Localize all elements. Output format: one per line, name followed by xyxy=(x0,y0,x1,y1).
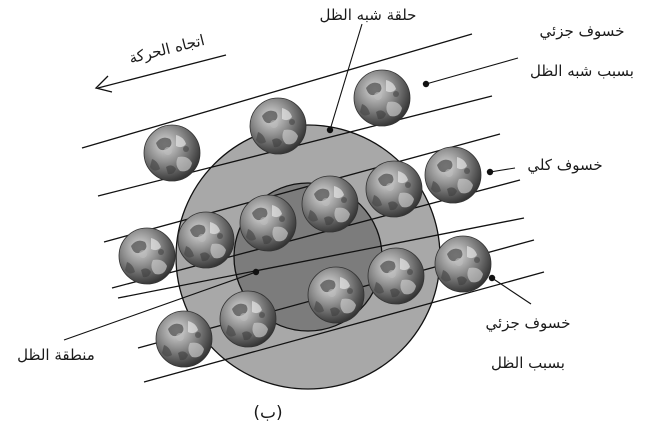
leader-dot xyxy=(486,168,494,176)
label-partial-penumbra-line1: خسوف جزئي xyxy=(540,22,625,41)
moon-image xyxy=(239,194,297,252)
path-line xyxy=(143,271,545,383)
moon-image xyxy=(143,124,201,182)
leader-total xyxy=(489,167,516,173)
moon-image xyxy=(118,227,176,285)
label-penumbra-ring: حلقة شبه الظل xyxy=(320,6,417,24)
label-partial-umbra-line2: بسبب الظل xyxy=(491,354,565,372)
leader-umbra xyxy=(63,271,257,341)
leader-dot xyxy=(488,274,496,282)
leader-dot xyxy=(252,268,260,276)
moon-image xyxy=(249,97,307,155)
moon-image xyxy=(365,160,423,218)
leader-penumbra-ring xyxy=(329,23,363,131)
label-direction: اتجاه الحركة xyxy=(127,31,206,67)
leader-dot xyxy=(422,80,430,88)
moon-image xyxy=(301,175,359,233)
label-total-eclipse: خسوف كلي xyxy=(527,156,602,175)
leader-partial-penumbra xyxy=(425,57,519,85)
moon-image xyxy=(353,69,411,127)
moon-image xyxy=(219,290,277,348)
figure-caption: (ب) xyxy=(253,403,282,423)
direction-arrow xyxy=(94,54,227,93)
label-partial-umbra-line1: خسوف جزئي xyxy=(486,314,571,333)
label-partial-penumbra-line2: بسبب شبه الظل xyxy=(530,62,634,80)
moon-image xyxy=(177,211,235,269)
moon-image xyxy=(367,247,425,305)
path-line xyxy=(103,133,501,243)
leader-lines xyxy=(63,23,532,341)
moon-image xyxy=(307,266,365,324)
moon-image xyxy=(424,146,482,204)
label-umbra-zone: منطقة الظل xyxy=(17,346,95,364)
leader-dot xyxy=(326,126,334,134)
moon-image xyxy=(434,235,492,293)
moon-image xyxy=(155,310,213,368)
leader-partial-umbra xyxy=(491,277,532,305)
path-line xyxy=(117,217,525,299)
path-line xyxy=(81,33,473,149)
